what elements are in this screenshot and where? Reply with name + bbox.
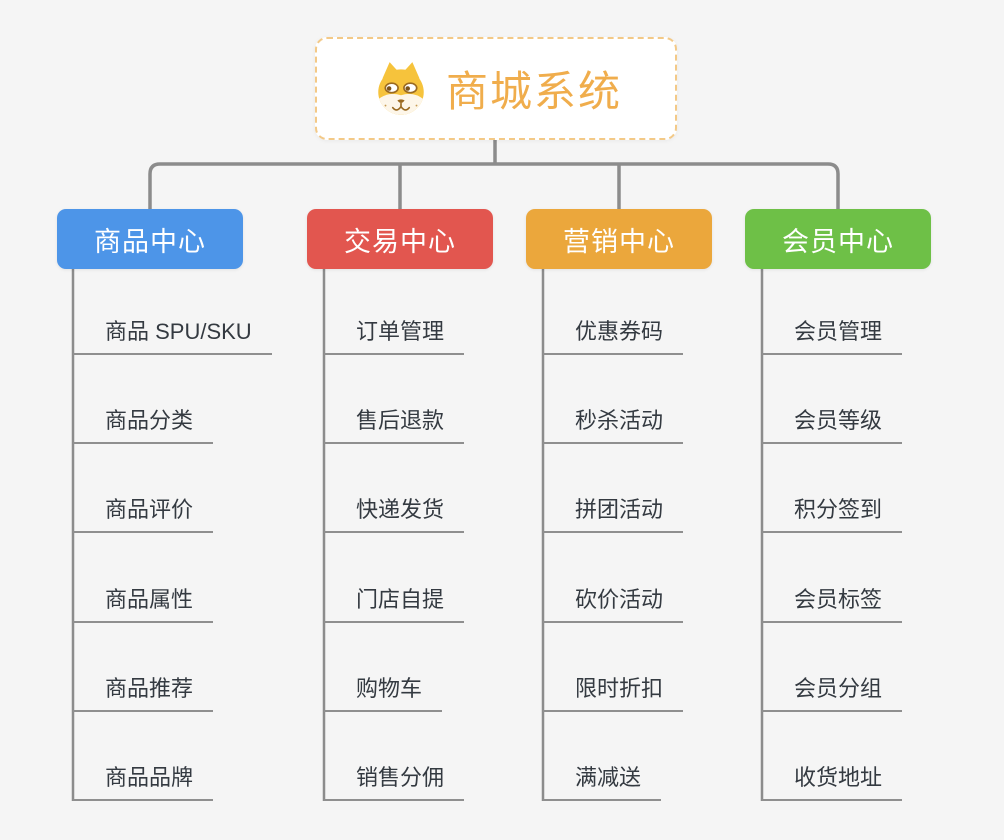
branch-node-member-center[interactable]: 会员中心 <box>745 209 931 269</box>
subtopic[interactable]: 商品品牌 <box>73 765 214 801</box>
subtopic[interactable]: 商品推荐 <box>73 676 214 712</box>
subtopic[interactable]: 商品属性 <box>73 587 214 623</box>
subtopic[interactable]: 商品分类 <box>73 408 214 444</box>
subtopic[interactable]: 会员标签 <box>762 587 903 623</box>
subtopic[interactable]: 会员等级 <box>762 408 903 444</box>
root-title: 商城系统 <box>445 68 622 115</box>
subtopic[interactable]: 订单管理 <box>324 319 465 355</box>
subtopic[interactable]: 会员管理 <box>762 319 903 355</box>
dog-face-icon <box>370 58 432 120</box>
subtopic[interactable]: 满减送 <box>543 765 662 801</box>
branch-node-product-center[interactable]: 商品中心 <box>57 209 243 269</box>
subtopic[interactable]: 会员分组 <box>762 676 903 712</box>
subtopic[interactable]: 快递发货 <box>324 497 465 533</box>
subtopic[interactable]: 销售分佣 <box>324 765 465 801</box>
root-node[interactable]: 商城系统 <box>315 37 677 140</box>
branch-node-marketing-center[interactable]: 营销中心 <box>526 209 712 269</box>
subtopic[interactable]: 收货地址 <box>762 765 903 801</box>
subtopic[interactable]: 秒杀活动 <box>543 408 684 444</box>
subtopic[interactable]: 商品 SPU/SKU <box>73 319 272 355</box>
subtopic[interactable]: 门店自提 <box>324 587 465 623</box>
subtopic[interactable]: 购物车 <box>324 676 443 712</box>
subtopic[interactable]: 积分签到 <box>762 497 903 533</box>
subtopic[interactable]: 砍价活动 <box>543 587 684 623</box>
subtopic[interactable]: 限时折扣 <box>543 676 684 712</box>
subtopic[interactable]: 拼团活动 <box>543 497 684 533</box>
branch-node-trade-center[interactable]: 交易中心 <box>307 209 493 269</box>
subtopic[interactable]: 优惠券码 <box>543 319 684 355</box>
subtopic[interactable]: 商品评价 <box>73 497 214 533</box>
subtopic[interactable]: 售后退款 <box>324 408 465 444</box>
